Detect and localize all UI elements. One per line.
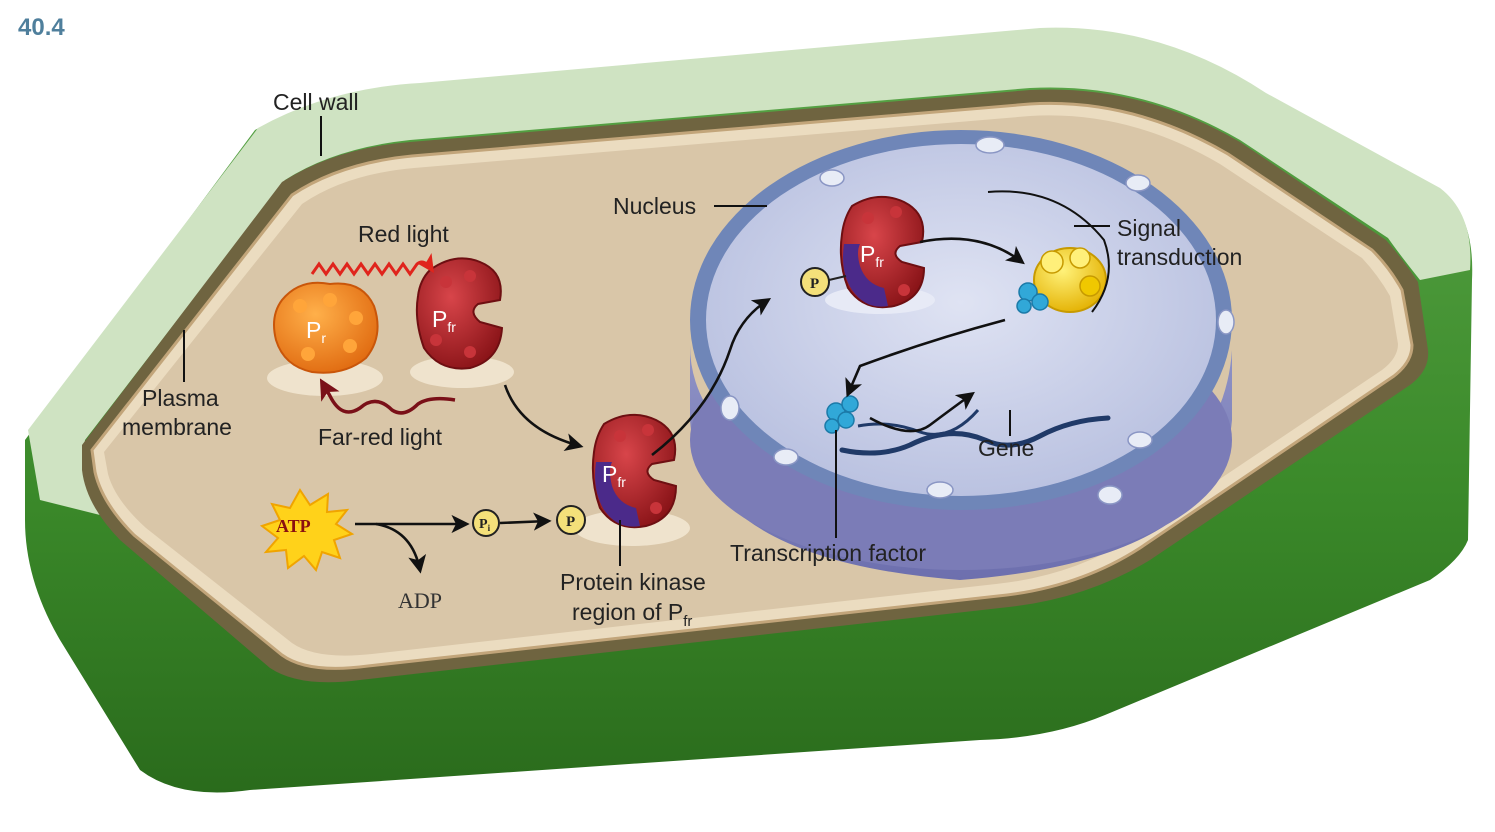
signal-transduction-label-2: transduction	[1117, 244, 1242, 270]
signal-transduction-bracket	[987, 190, 1110, 313]
pr-shadow	[267, 360, 383, 396]
red-light-label: Red light	[358, 221, 449, 247]
far-red-light-label: Far-red light	[318, 424, 443, 450]
red-light-wave	[310, 253, 434, 277]
arrow-pi-to-p	[499, 512, 552, 531]
arrow-atp-to-adp	[375, 522, 427, 574]
atp-burst	[259, 488, 355, 572]
gene-dna-strand	[839, 415, 1111, 456]
pr-molecule	[273, 281, 379, 374]
kinase-region-2	[595, 462, 640, 527]
pfr-molecule-1	[415, 257, 504, 370]
far-red-light-wave	[319, 378, 456, 415]
pfr2-label: Pfr	[602, 461, 626, 490]
transcription-factor-on-gene	[824, 395, 859, 434]
phosphate-link	[828, 275, 847, 281]
arrow-pfr1-to-pfr2	[503, 384, 584, 452]
pfr-molecule-2	[591, 413, 678, 529]
cell-wall-label: Cell wall	[273, 89, 359, 115]
phosphate-on-pfr2-label: P	[566, 514, 575, 530]
pi-label: Pi	[479, 517, 491, 533]
transcription-factor-label: Transcription factor	[730, 540, 926, 566]
arrow-pfr3-to-signal	[919, 237, 1025, 265]
pfr3-label: Pfr	[860, 241, 884, 270]
arrow-pfr2-to-nucleus	[651, 298, 772, 457]
kinase-region-3	[843, 244, 888, 307]
phosphate-on-pfr2	[556, 505, 586, 535]
nuclear-pores	[720, 136, 1235, 505]
plasma-membrane-label-1: Plasma	[142, 385, 219, 411]
signal-protein	[1033, 247, 1107, 313]
gene-label: Gene	[978, 435, 1034, 461]
phosphate-in-nucleus-label: P	[810, 276, 819, 292]
phosphate-in-nucleus	[800, 267, 830, 297]
adp-label: ADP	[398, 588, 442, 613]
gene-dna-strand-2	[857, 409, 980, 436]
pfr1-shadow	[410, 356, 514, 388]
pi-molecule	[472, 509, 500, 537]
nucleus-label: Nucleus	[613, 193, 696, 219]
arrow-gene-expression	[869, 391, 975, 433]
arrow-signal-to-gene	[845, 318, 1006, 398]
atp-label: ATP	[276, 516, 311, 536]
pfr-molecule-3	[839, 195, 926, 309]
pr-label: Pr	[306, 317, 326, 346]
pfr1-label: Pfr	[432, 306, 456, 335]
transcription-factor-bound	[1016, 282, 1049, 314]
signal-transduction-label-1: Signal	[1117, 215, 1181, 241]
protein-kinase-label-1: Protein kinase	[560, 569, 706, 595]
figure-number: 40.4	[18, 14, 65, 41]
protein-kinase-label-2: region of Pfr	[572, 599, 692, 630]
plasma-membrane-label-2: membrane	[122, 414, 232, 440]
